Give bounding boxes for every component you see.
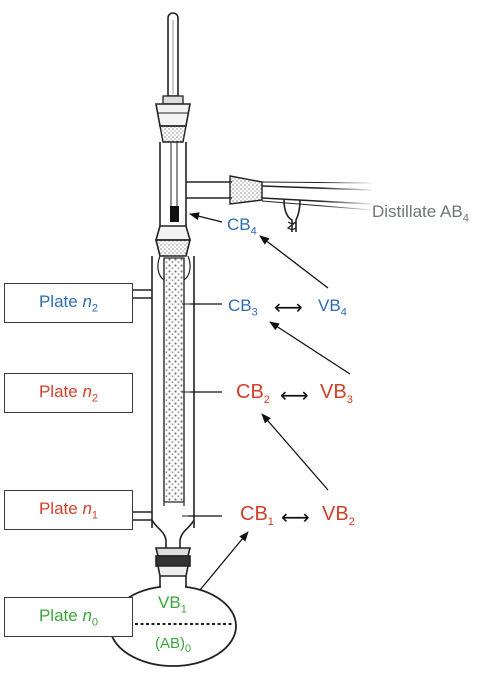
cb4-label: CB4	[227, 215, 257, 238]
cb3-label: CB3	[228, 296, 258, 319]
equilibrium-arrow: ⟷	[281, 507, 310, 529]
flask-joint	[154, 547, 192, 588]
thermometer	[155, 12, 191, 143]
leader-lines	[188, 303, 222, 517]
round-bottom-flask	[109, 584, 237, 667]
column-joint	[154, 225, 192, 257]
vb3-label: VB3	[320, 381, 353, 406]
plate-label: Plate n2	[38, 381, 99, 405]
fractionating-column	[122, 255, 196, 548]
cb1-label: CB1	[240, 503, 274, 528]
plate-box-lower: Plate n1	[4, 490, 133, 530]
vb2-label: VB2	[322, 503, 355, 528]
cb2-label: CB2	[236, 381, 270, 406]
plate-box-bottom: Plate n0	[4, 597, 133, 637]
vb4-label: VB4	[318, 296, 347, 319]
ab0-label: (AB)0	[155, 635, 192, 655]
plate-box-top: Plate n2	[4, 283, 133, 323]
distillate-label: Distillate AB4	[372, 202, 469, 225]
vb1-label: VB1	[158, 593, 187, 616]
plate-label: Plate n0	[38, 605, 99, 629]
plate-label: Plate n2	[38, 291, 99, 315]
plate-label: Plate n1	[38, 498, 99, 522]
equilibrium-arrow: ⟷	[274, 297, 303, 319]
flow-arrows	[189, 212, 351, 591]
plate-box-middle: Plate n2	[4, 373, 133, 413]
equilibrium-arrow: ⟷	[280, 385, 309, 407]
